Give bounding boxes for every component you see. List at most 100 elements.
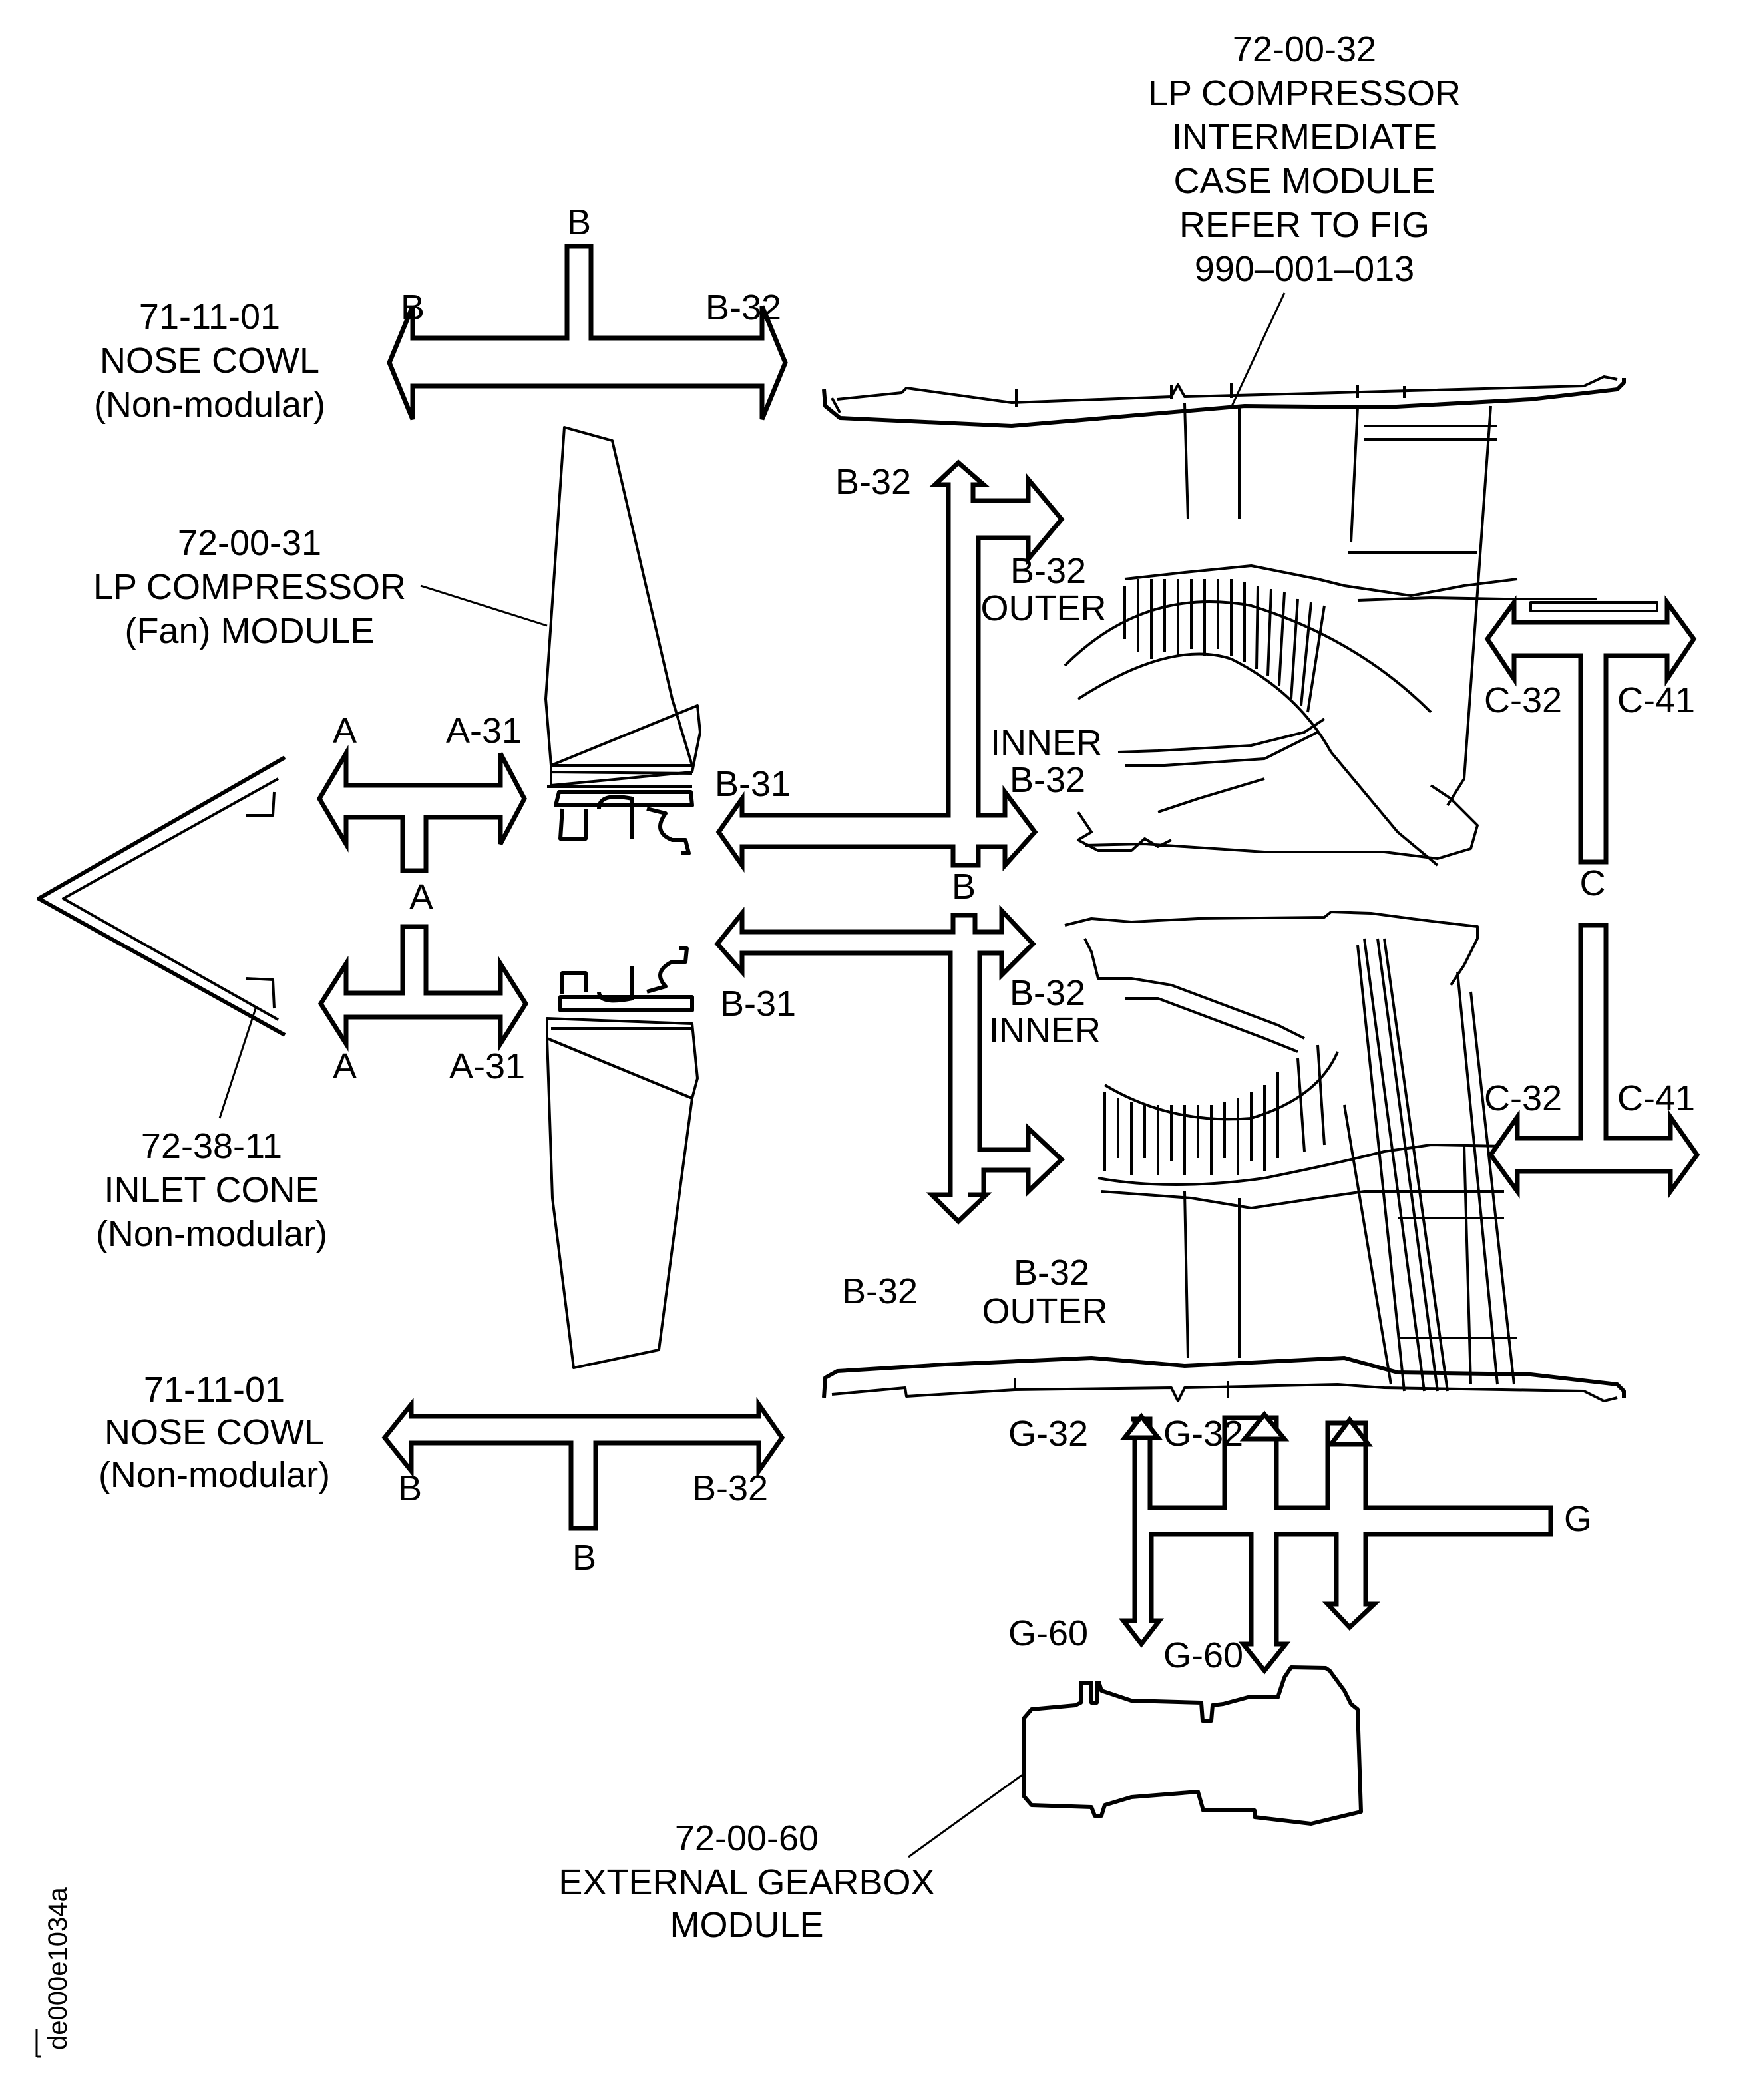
label-line: (Non-modular) <box>94 385 325 425</box>
strut-vanes <box>1183 403 1497 807</box>
label-line: 72-00-31 <box>178 523 321 563</box>
label-line: LP COMPRESSOR <box>93 567 406 607</box>
arrow-a-bottom: A A-31 <box>317 924 529 1086</box>
leader-line <box>908 1773 1024 1858</box>
outer-case-lower-line <box>831 1378 1618 1402</box>
label-line: 990–001–013 <box>1195 249 1414 289</box>
arrow-label-outer-num: B-32 <box>1014 1253 1089 1293</box>
label-line: 72-00-60 <box>675 1818 819 1858</box>
leader-line <box>420 584 548 627</box>
arrow-label-stem: C <box>1580 863 1606 903</box>
hub-curve <box>1064 600 1439 867</box>
tee-arrow-shape <box>1487 923 1700 1199</box>
tee-arrow-shape <box>316 745 527 873</box>
hub-disc <box>1077 718 1479 860</box>
arrow-label-stem: A <box>409 877 433 917</box>
radial-driveshaft <box>1356 938 1449 1392</box>
arrow-a-top: A A-31 A <box>316 711 527 917</box>
arrow-label-outer-num: B-32 <box>1010 551 1086 591</box>
arrow-label-left: C-32 <box>1484 680 1562 720</box>
arrow-label-right: B-32 <box>705 288 781 327</box>
label-line: NOSE COWL <box>100 341 319 381</box>
arrow-label-up: B-32 <box>835 462 911 502</box>
label-lp-intermediate-case: 72-00-32 LP COMPRESSOR INTERMEDIATE CASE… <box>1148 29 1461 408</box>
label-line: LP COMPRESSOR <box>1148 73 1461 113</box>
drawing-id: de000e1034a <box>35 1887 73 2058</box>
arrow-c-bottom: C-32 C-41 <box>1484 923 1700 1199</box>
label-nose-cowl-bottom: 71-11-01 NOSE COWL (Non-modular) <box>98 1370 330 1495</box>
fan-blade-bottom <box>546 946 699 1369</box>
label-line: (Fan) MODULE <box>124 611 374 651</box>
label-line: EXTERNAL GEARBOX <box>558 1862 934 1902</box>
arrow-g: G-32 G-32 G G-60 G-60 <box>1008 1410 1592 1675</box>
arrow-head-up <box>1326 1416 1374 1447</box>
arrow-head-up <box>1239 1410 1290 1442</box>
label-line: NOSE COWL <box>104 1412 324 1452</box>
intermediate-case-top <box>822 375 1658 867</box>
arrow-label-right: A-31 <box>449 1046 525 1086</box>
lp-compressor-stages <box>1123 564 1518 713</box>
cross-arrow-shape <box>714 905 1066 1225</box>
arrow-label-inner-num: B-32 <box>1010 973 1085 1013</box>
arrow-label-left: A <box>333 1046 357 1086</box>
outer-case-upper-line <box>831 375 1618 413</box>
arrow-label-left: A <box>333 711 357 751</box>
corner-mark <box>35 2029 41 2058</box>
tee-arrow-shape <box>317 924 529 1052</box>
arrow-label-right: B-32 <box>692 1468 768 1508</box>
hub-disc-lower <box>1064 911 1479 1053</box>
drawing-id-text: de000e1034a <box>43 1887 73 2050</box>
cross-arrow-shape <box>715 459 1065 873</box>
label-line: 72-38-11 <box>141 1126 282 1166</box>
label-lp-fan-module: 72-00-31 LP COMPRESSOR (Fan) MODULE <box>93 523 548 651</box>
arrow-label-up-2: G-32 <box>1163 1414 1243 1454</box>
arrow-label-right: A-31 <box>446 711 522 751</box>
arrow-c-top: C-32 C-41 C <box>1484 595 1697 903</box>
lower-stages <box>1103 1044 1339 1175</box>
tee-arrow-shape <box>1484 595 1697 865</box>
inlet-cone <box>37 755 286 1119</box>
arrow-label-down-1: G-60 <box>1008 1613 1088 1653</box>
arrow-label-up-1: G-32 <box>1008 1414 1088 1454</box>
arrow-label-inner: INNER <box>990 723 1102 763</box>
inlet-cone-inner <box>62 777 279 1021</box>
label-line: CASE MODULE <box>1173 161 1435 201</box>
case-ribs <box>1015 383 1406 407</box>
label-line: 72-00-32 <box>1233 29 1376 69</box>
arrow-label-stem: B <box>572 1538 596 1577</box>
arrow-head-up <box>1119 1412 1163 1440</box>
arrow-label-down: B-32 <box>842 1271 918 1311</box>
tee-arrow-shape <box>381 1396 785 1531</box>
label-line: INLET CONE <box>104 1170 319 1210</box>
arrow-label-left: B-31 <box>715 764 791 804</box>
arrow-label-left: B <box>401 288 425 327</box>
arrow-label-right: C-41 <box>1617 1078 1695 1118</box>
arrow-label-left: B <box>398 1468 422 1508</box>
fan-blade-top <box>544 426 701 855</box>
arrow-b-bottom: B B-32 B <box>381 1396 785 1577</box>
strut-vanes-lower <box>1183 971 1517 1385</box>
arrow-label-outer: OUTER <box>982 1291 1108 1331</box>
label-line: 71-11-01 <box>139 297 280 337</box>
label-nose-cowl-top: 71-11-01 NOSE COWL (Non-modular) <box>94 297 325 425</box>
cross-arrow-shape <box>1118 1415 1553 1675</box>
outer-case-wall-lower <box>822 1356 1626 1398</box>
arrow-label-down-2: G-60 <box>1163 1635 1243 1675</box>
label-line: MODULE <box>670 1905 823 1945</box>
arrow-label-right: C-41 <box>1617 680 1695 720</box>
gearbox-outline <box>1022 1665 1363 1826</box>
fan-blade-airfoil <box>544 426 693 767</box>
arrow-b-mid-top: B-32 B-32 OUTER INNER B-32 B-31 B <box>715 459 1107 907</box>
label-line: REFER TO FIG <box>1179 205 1430 245</box>
label-external-gearbox: 72-00-60 EXTERNAL GEARBOX MODULE <box>558 1818 934 1945</box>
fan-blade-platform <box>547 704 701 788</box>
fan-disc-root <box>554 790 694 855</box>
label-line: INTERMEDIATE <box>1172 117 1437 157</box>
inlet-cone-outline <box>37 755 286 1037</box>
tee-arrow-shape <box>387 244 788 421</box>
label-inlet-cone: 72-38-11 INLET CONE (Non-modular) <box>96 1126 327 1254</box>
label-line: 71-11-01 <box>144 1370 285 1410</box>
inlet-cone-flange-bottom <box>246 977 276 1009</box>
leader-line <box>1230 292 1286 408</box>
